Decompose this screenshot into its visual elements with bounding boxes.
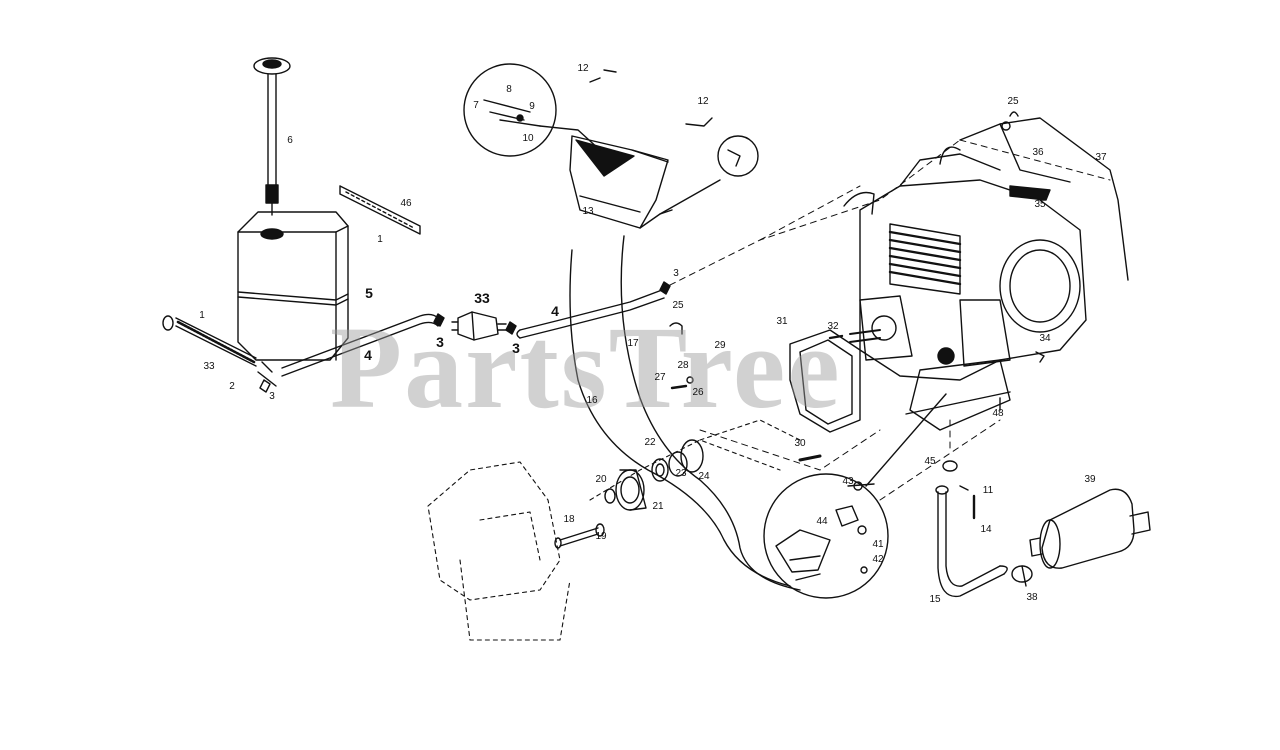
- callout-23: 23: [675, 468, 687, 479]
- callout-39: 39: [1084, 474, 1096, 485]
- callout-20: 20: [595, 474, 607, 485]
- callout-25-hose: 25: [672, 300, 684, 311]
- callout-3-clamp-b: 3: [512, 340, 520, 356]
- callout-17: 17: [627, 338, 639, 349]
- callout-26: 26: [692, 387, 704, 398]
- callout-43: 43: [842, 476, 854, 487]
- callout-21: 21: [652, 501, 664, 512]
- fuel-tank: [237, 211, 349, 361]
- callout-48: 48: [992, 408, 1004, 419]
- watermark-text: PartsTree: [330, 302, 842, 433]
- callout-45: 45: [924, 456, 936, 467]
- callout-37: 37: [1095, 152, 1107, 163]
- callout-33-filter: 33: [474, 290, 490, 306]
- callout-6: 6: [287, 135, 293, 146]
- callout-14: 14: [980, 524, 992, 535]
- callout-27: 27: [654, 372, 666, 383]
- callout-1-bracket: 1: [377, 234, 383, 245]
- exhaust-pipe: [935, 485, 1008, 598]
- callout-16: 16: [586, 395, 598, 406]
- callout-29: 29: [714, 340, 726, 351]
- callout-18: 18: [563, 514, 575, 525]
- control-panel: [569, 135, 721, 229]
- callout-41: 41: [872, 539, 884, 550]
- fuel-gauge-sender: [253, 57, 291, 216]
- callout-44: 44: [816, 516, 828, 527]
- tank-bracket: [339, 185, 421, 235]
- engine-mounting-plate: [905, 359, 1011, 431]
- callout-2: 2: [229, 381, 235, 392]
- callout-30: 30: [794, 438, 806, 449]
- pulley-bolt: [554, 523, 605, 549]
- callout-35: 35: [1034, 199, 1046, 210]
- callout-33-strap: 33: [203, 361, 215, 372]
- control-cables: [569, 235, 801, 591]
- detail-circle-ignition: [763, 393, 947, 599]
- fuel-filter: [451, 311, 507, 341]
- callout-32: 32: [827, 321, 839, 332]
- hold-down-strap: [162, 315, 277, 387]
- callout-4-carb-line: 4: [551, 303, 559, 319]
- callout-13: 13: [582, 206, 594, 217]
- callout-8: 8: [506, 84, 512, 95]
- callout-38: 38: [1026, 592, 1038, 603]
- small-hardware: [589, 69, 1045, 462]
- hose-clamps: [259, 281, 671, 393]
- callout-25-engine: 25: [1007, 96, 1019, 107]
- callout-34: 34: [1039, 333, 1051, 344]
- muffler: [1029, 488, 1151, 569]
- exhaust-clamp: [942, 460, 1033, 587]
- drive-pulley-assembly: [604, 439, 704, 511]
- callout-10: 10: [522, 133, 534, 144]
- callout-22: 22: [644, 437, 656, 448]
- callout-31: 31: [776, 316, 788, 327]
- callout-5: 5: [365, 285, 373, 301]
- callout-12-top: 12: [577, 63, 589, 74]
- mounting-gasket: [789, 329, 861, 433]
- callout-1-strap: 1: [199, 310, 205, 321]
- callout-9: 9: [529, 101, 535, 112]
- callout-15: 15: [929, 594, 941, 605]
- callout-3-carb-clamp: 3: [673, 268, 679, 279]
- callout-11: 11: [982, 485, 994, 496]
- callout-24: 24: [698, 471, 710, 482]
- callout-19: 19: [595, 531, 607, 542]
- callout-7: 7: [473, 100, 479, 111]
- callout-42: 42: [872, 554, 884, 565]
- detail-circle-linkage: [717, 135, 759, 177]
- callout-36: 36: [1032, 147, 1044, 158]
- transmission-housing: [427, 419, 801, 641]
- fuel-line-carb: [516, 289, 665, 339]
- callout-4-tank-line: 4: [364, 347, 372, 363]
- engine-shroud: [959, 117, 1129, 281]
- alignment-lines: [659, 139, 1111, 501]
- detail-circle-controls: [463, 63, 601, 157]
- callout-12-right: 12: [697, 96, 709, 107]
- callout-46: 46: [400, 198, 412, 209]
- engine: [843, 146, 1087, 381]
- callout-28: 28: [677, 360, 689, 371]
- callout-3-strap: 3: [269, 391, 275, 402]
- callout-3-clamp-a: 3: [436, 334, 444, 350]
